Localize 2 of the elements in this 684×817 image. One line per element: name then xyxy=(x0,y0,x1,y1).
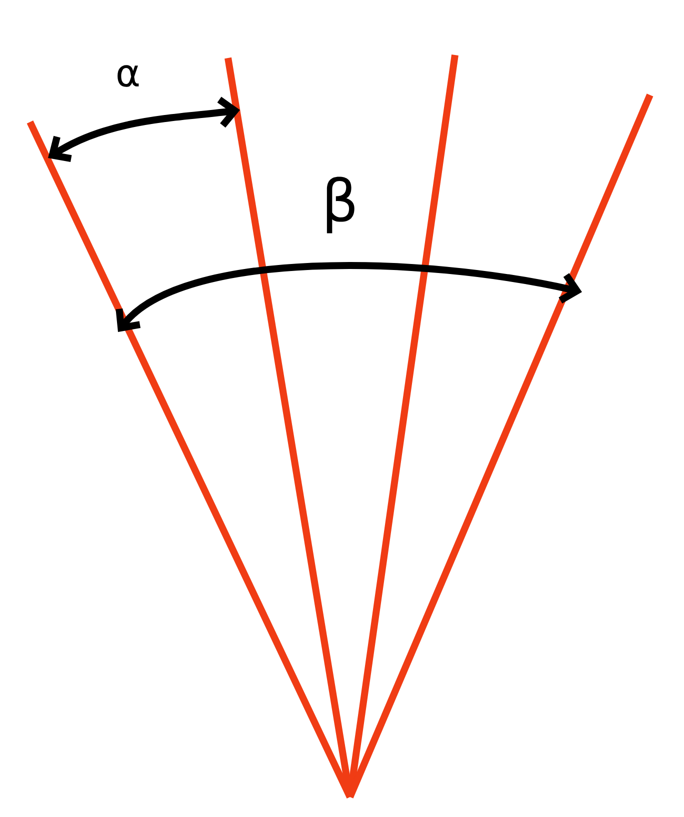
angle-label: β xyxy=(326,176,354,234)
angle-label: α xyxy=(118,65,139,87)
